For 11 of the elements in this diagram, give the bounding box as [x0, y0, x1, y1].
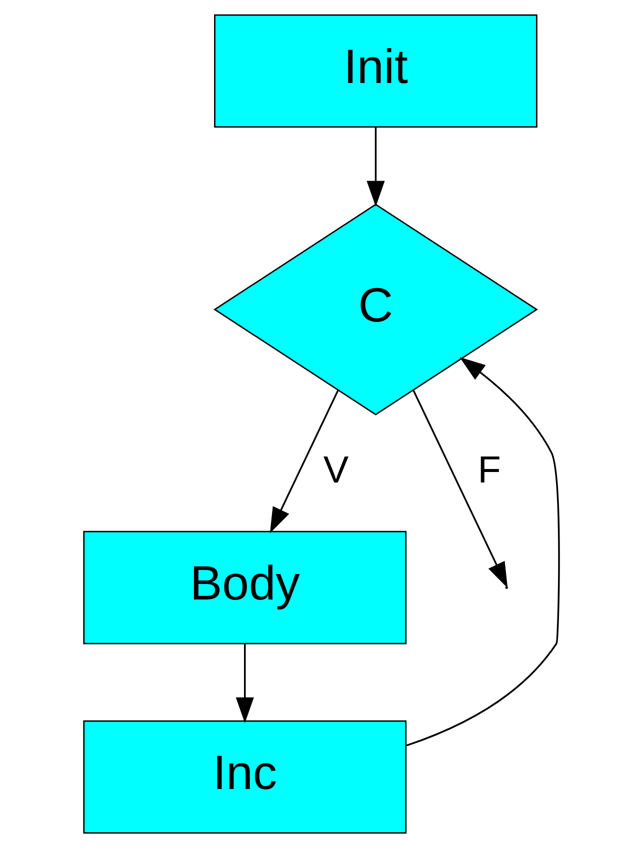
- node-box: Init: [214, 14, 538, 128]
- edge-label: F: [478, 450, 501, 492]
- arrow: [270, 390, 339, 534]
- node-box: Inc: [83, 720, 407, 834]
- node-box: Body: [83, 530, 407, 644]
- arrow: [236, 644, 254, 724]
- arrow: [406, 357, 560, 746]
- arrow: [412, 390, 508, 588]
- edge-label: V: [323, 450, 349, 492]
- node-diamond: C: [213, 204, 538, 416]
- arrow: [366, 127, 385, 207]
